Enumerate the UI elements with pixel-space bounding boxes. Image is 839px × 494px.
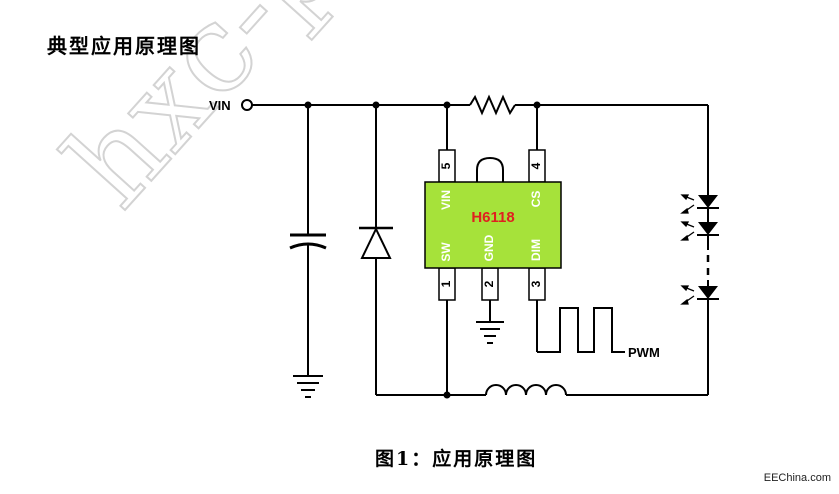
pwm-waveform [537,307,625,353]
pin5-number: 5 [439,162,453,169]
chip-body [424,181,562,269]
led-1 [698,195,718,208]
chip-notch [476,156,504,182]
ground-symbol [476,321,504,344]
led-string [697,105,719,395]
figure-caption: 图1：应用原理图 [375,448,538,470]
led-2 [698,222,718,235]
pin4-number: 4 [529,162,543,169]
led-3 [698,286,718,299]
pin-label-gnd: GND [482,234,496,261]
bottom-rail-wire [376,384,708,396]
pin-label-vin: VIN [439,190,453,210]
pin-label-dim: DIM [529,239,543,261]
inductor [485,384,567,396]
vin-terminal-label: VIN [209,98,231,113]
input-capacitor [289,105,327,375]
pwm-label: PWM [628,345,660,360]
pin3-number: 3 [529,280,543,287]
vin-terminal [241,99,253,111]
top-rail-wire [252,94,708,116]
chip-name: H6118 [471,209,514,226]
pin-label-cs: CS [529,191,543,208]
pin2-number: 2 [482,280,496,287]
source-label: EEChina.com [763,472,831,484]
ground-symbol [293,375,323,398]
pin-label-sw: SW [439,242,453,262]
sense-resistor [469,94,516,116]
led-emission-arrows [680,194,695,305]
page-title: 典型应用原理图 [47,34,201,58]
schottky-diode [359,105,393,395]
pin1-number: 1 [439,280,453,287]
